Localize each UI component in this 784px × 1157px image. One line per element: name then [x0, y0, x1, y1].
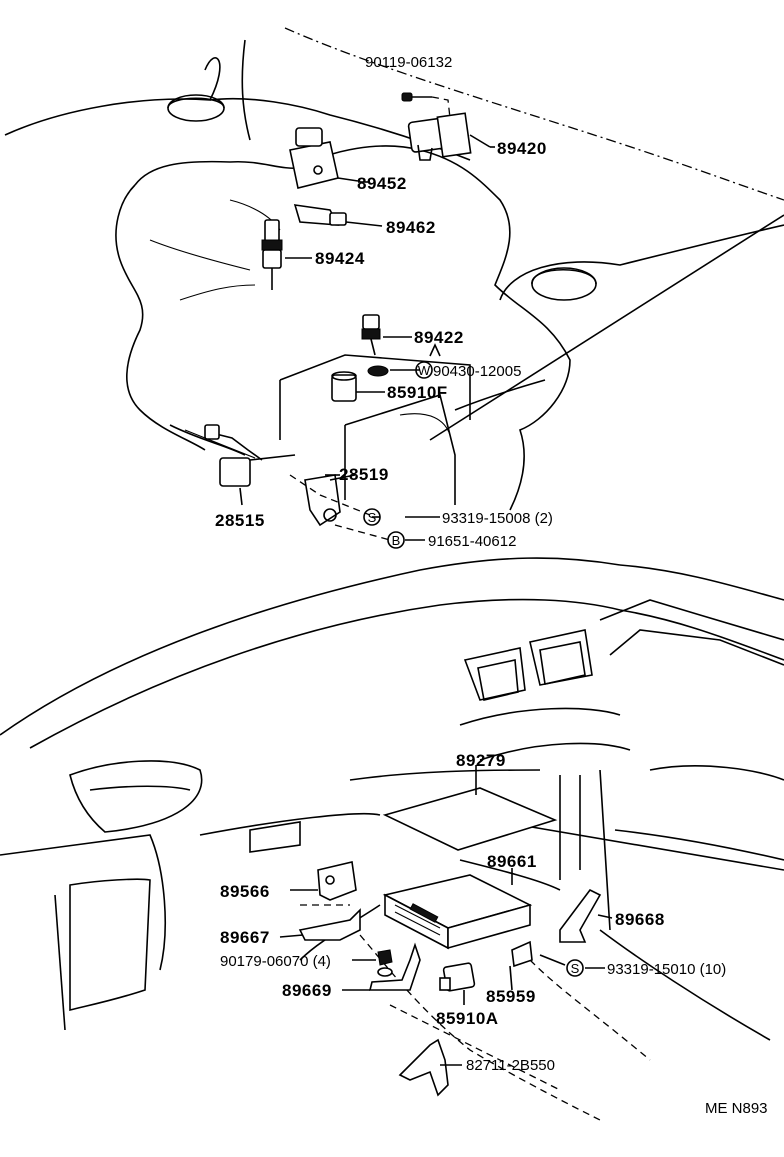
symbol-s-upper: S — [363, 508, 381, 526]
part-89668-bracket — [559, 888, 613, 943]
label-89424: 89424 — [315, 249, 365, 268]
part-82711-bracket — [398, 1038, 462, 1097]
part-90430-gasket — [367, 365, 420, 377]
part-90119-bolt — [401, 92, 451, 119]
label-89279: 89279 — [456, 751, 506, 770]
label-93319-15010: 93319-15010 (10) — [607, 961, 726, 978]
symbol-s-lower-text: S — [571, 961, 580, 976]
part-90179-nut — [352, 949, 393, 977]
label-28515: 28515 — [215, 511, 265, 530]
symbol-s-lower: S — [566, 959, 584, 977]
symbol-w-text: W — [418, 363, 431, 378]
callout-labels: 90119-06132 89420 89452 89462 89424 8942… — [215, 54, 768, 1117]
label-82711-2B550: 82711-2B550 — [466, 1057, 555, 1074]
part-89667-bracket — [279, 908, 361, 941]
label-85959: 85959 — [486, 987, 536, 1006]
part-89661-ecu — [382, 868, 533, 950]
label-89667: 89667 — [220, 928, 270, 947]
label-90119-06132: 90119-06132 — [365, 54, 452, 71]
label-90179-06070: 90179-06070 (4) — [220, 953, 331, 970]
label-93319-15008: 93319-15008 (2) — [442, 510, 553, 527]
label-90430-12005: 90430-12005 — [433, 363, 521, 380]
part-89422-switch — [361, 314, 441, 357]
drawing-code: ME N893 — [705, 1100, 768, 1117]
label-89669: 89669 — [282, 981, 332, 1000]
symbol-b: B — [387, 531, 405, 549]
part-89462-sensor — [293, 204, 383, 227]
symbol-b-text: B — [392, 533, 401, 548]
part-85910F-relay — [331, 371, 385, 402]
part-89566-bracket — [290, 861, 357, 901]
part-89669-bracket — [342, 942, 421, 991]
part-28515-connector — [204, 424, 296, 506]
part-85910A-relay — [439, 962, 476, 1005]
part-89279-pad — [382, 765, 558, 851]
label-89452: 89452 — [357, 174, 407, 193]
dashboard-outline — [0, 557, 784, 1121]
label-85910F: 85910F — [387, 383, 448, 402]
engine-bay-outline — [4, 27, 784, 511]
label-91651-40612: 91651-40612 — [428, 533, 516, 550]
label-89668: 89668 — [615, 910, 665, 929]
symbol-s-upper-text: S — [368, 510, 377, 525]
label-89420: 89420 — [497, 139, 547, 158]
leader-lines-upper — [329, 146, 495, 541]
part-89420-sensor — [407, 112, 491, 161]
symbol-w: W — [415, 361, 433, 379]
part-89452-sensor — [289, 127, 359, 189]
label-89566: 89566 — [220, 882, 270, 901]
leader-lines-lower — [539, 954, 605, 969]
label-89661: 89661 — [487, 852, 537, 871]
label-85910A: 85910A — [436, 1009, 499, 1028]
part-85959-bracket — [509, 940, 533, 991]
label-28519: 28519 — [339, 465, 389, 484]
label-89462: 89462 — [386, 218, 436, 237]
part-28519-bracket — [289, 474, 391, 541]
label-89422: 89422 — [414, 328, 464, 347]
part-89424-sensor — [261, 219, 312, 290]
